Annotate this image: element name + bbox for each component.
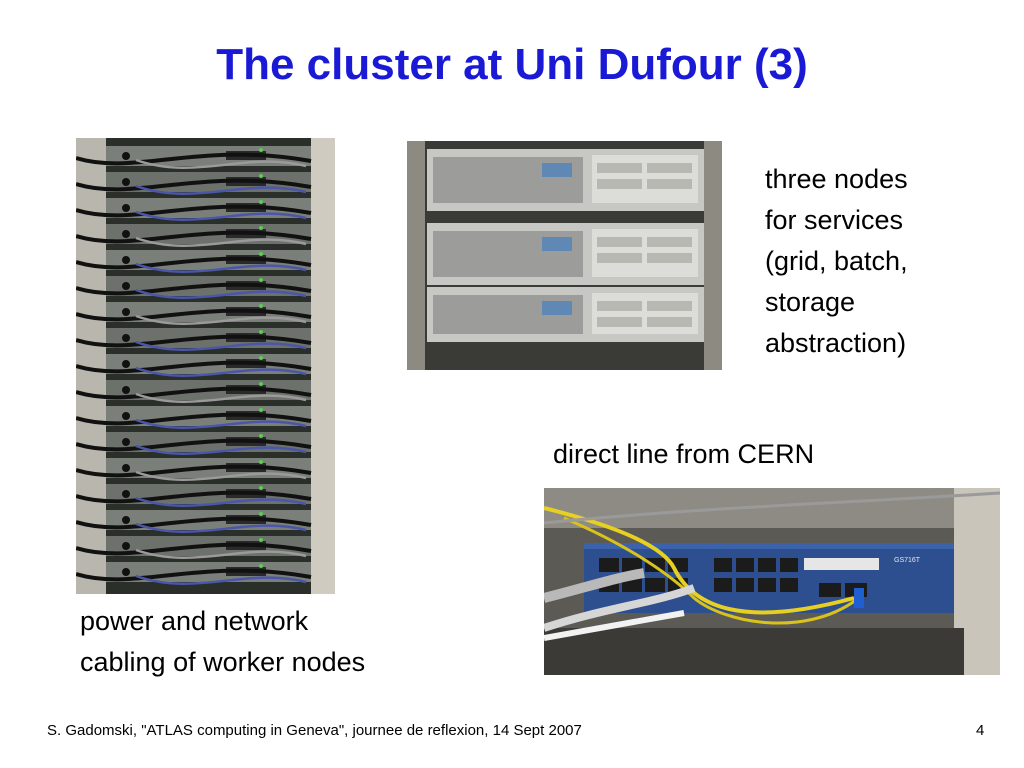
footer-credit: S. Gadomski, "ATLAS computing in Geneva"… [47,722,582,739]
worker-nodes-caption-line: cabling of worker nodes [80,647,366,677]
services-caption: three nodes for services (grid, batch, s… [765,159,908,364]
cern-switch-photo: GS716T [544,488,1000,675]
services-caption-line: abstraction) [765,328,907,358]
page-number: 4 [976,722,985,739]
worker-nodes-caption-line: power and network [80,606,309,636]
worker-rack-photo [76,138,335,594]
services-caption-line: (grid, batch, [765,246,908,276]
slide-title: The cluster at Uni Dufour (3) [216,40,808,89]
switch-model-label: GS716T [894,557,921,564]
services-caption-line: for services [765,205,904,235]
worker-nodes-caption: power and network cabling of worker node… [80,601,365,683]
cern-line-caption: direct line from CERN [553,439,815,469]
services-caption-line: storage [765,287,856,317]
service-nodes-photo [407,141,722,370]
services-caption-line: three nodes [765,164,908,194]
